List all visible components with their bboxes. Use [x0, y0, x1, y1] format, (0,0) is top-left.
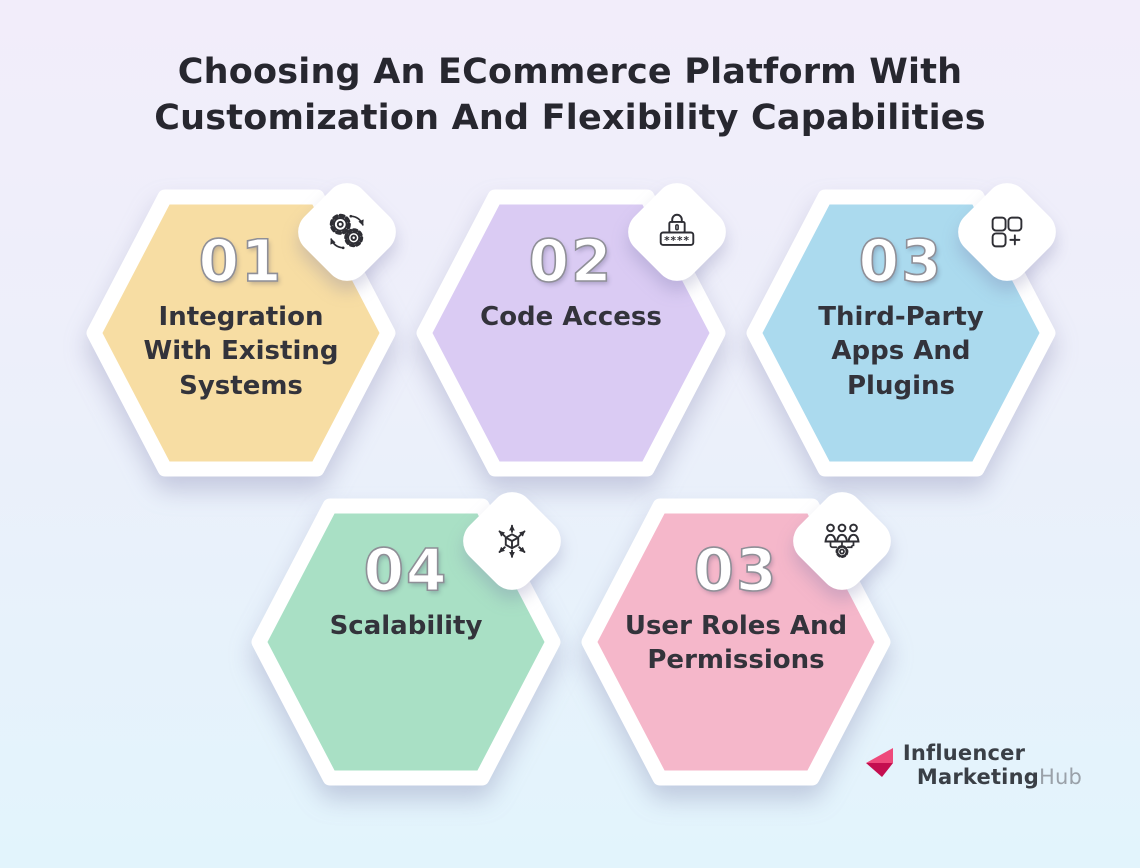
logo-word-marketing: Marketing — [916, 765, 1039, 790]
icon-badge: **** — [619, 174, 735, 290]
step-label: User Roles And Permissions — [624, 611, 848, 676]
step-label: Scalability — [329, 611, 483, 641]
hexagon-shape — [86, 189, 396, 477]
users-gear-icon — [824, 523, 860, 558]
hexagon-card-code-access: 02 Code Access **** — [415, 174, 735, 478]
step-label: Third-Party Apps And Plugins — [818, 302, 984, 401]
hexagon-card-third-party: 03 Third-Party Apps And Plugins — [745, 174, 1065, 478]
step-label: Code Access — [480, 302, 662, 332]
hexagon-card-scalability: 04 Scalability — [250, 483, 570, 787]
password-lock-icon: **** — [659, 213, 695, 247]
influencer-marketing-hub-logo: Influencer MarketingHub — [865, 741, 1082, 790]
logo-arrow-icon — [865, 748, 893, 777]
hexagon-card-integration: 01 Integration With Existing Systems — [85, 174, 405, 478]
apps-plus-icon — [991, 216, 1023, 248]
step-number: 04 — [363, 536, 449, 604]
step-label: Integration With Existing Systems — [143, 302, 339, 401]
icon-badge — [784, 483, 900, 599]
hexagon-shape — [416, 189, 726, 477]
gears-integration-icon — [329, 213, 364, 250]
icon-badge — [454, 483, 570, 599]
hexagon-shape — [251, 498, 561, 786]
step-number: 03 — [858, 227, 944, 295]
hexagon-card-user-roles: 03 User Roles And Permissions — [580, 483, 900, 787]
page-title: Choosing An ECommerce Platform With Cust… — [154, 52, 986, 138]
hexagon-shape — [581, 498, 891, 786]
logo-word-hub: Hub — [1038, 765, 1082, 790]
icon-badge — [949, 174, 1065, 290]
logo-word-influencer: Influencer — [902, 741, 1026, 765]
step-number: 02 — [528, 227, 614, 295]
password-mask-text: **** — [664, 235, 690, 247]
cube-arrows-icon — [498, 524, 526, 558]
icon-badge — [289, 174, 405, 290]
hexagon-shape — [746, 189, 1056, 477]
step-number: 03 — [693, 536, 779, 604]
step-number: 01 — [198, 227, 284, 295]
